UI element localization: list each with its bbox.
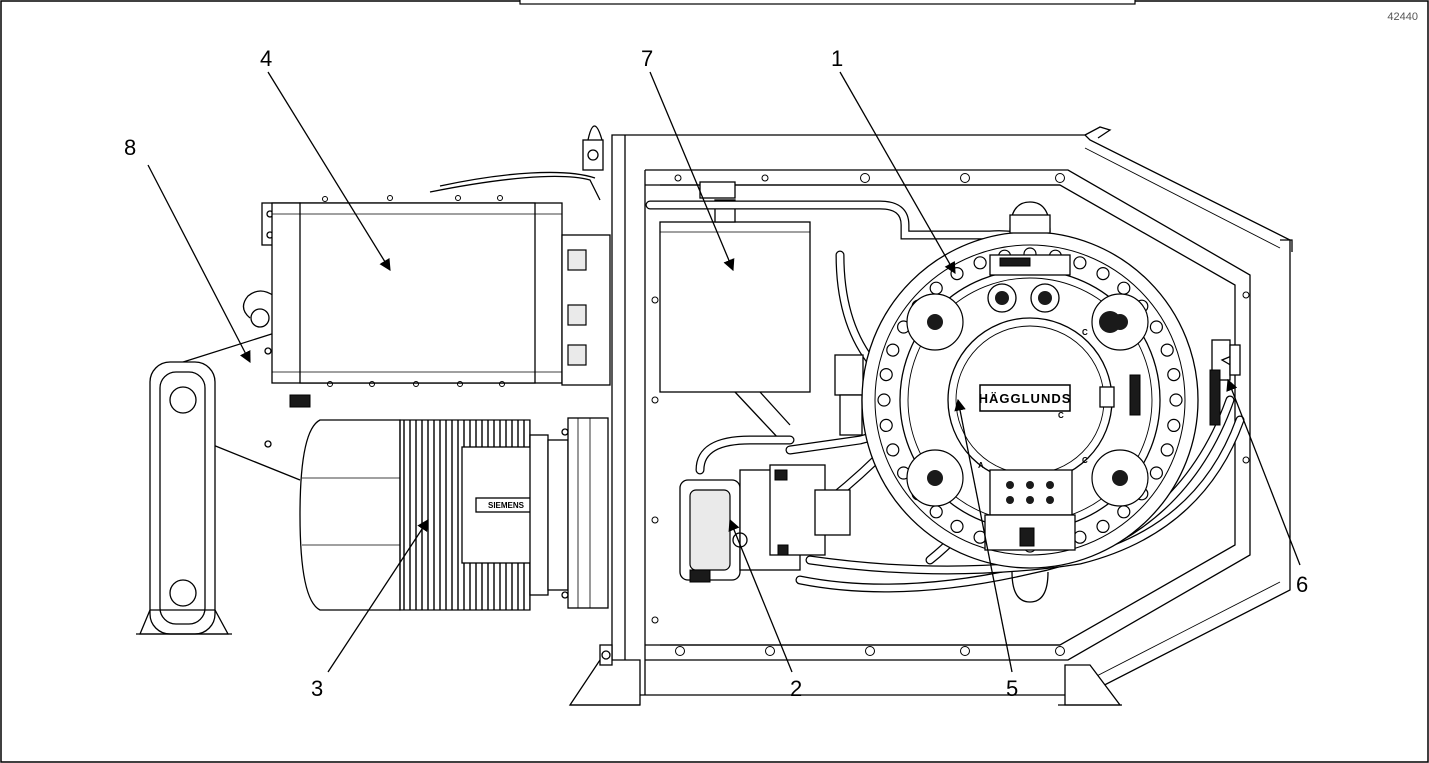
flange-bolt-hole [886, 343, 900, 357]
callout-8-label: 8 [124, 135, 136, 160]
flange-bolt-hole [973, 256, 987, 270]
callout-2-label: 2 [790, 676, 802, 701]
port-label-c-mid: C [1058, 411, 1064, 420]
frame-top-tab [519, 0, 1136, 5]
flange-bolt-hole [1169, 393, 1183, 407]
callout-7-label: 7 [641, 46, 653, 71]
callout-3: 3 [311, 519, 429, 701]
flange-bolt-hole [1167, 418, 1181, 432]
flange-bolt-hole [1096, 267, 1110, 281]
callout-1: 1 [831, 46, 956, 275]
flange-bolt-hole [879, 368, 893, 382]
flange-bolt-hole [1149, 320, 1164, 334]
callout-7: 7 [641, 46, 735, 272]
callout-6: 6 [1226, 378, 1308, 597]
flange-bolt-hole [1096, 519, 1110, 534]
callout-6-label: 6 [1296, 572, 1308, 597]
hydraulic-motor: HÄGGLUNDS C A C C [861, 201, 1199, 603]
flange-bolt-hole [1160, 443, 1174, 457]
figure-reference-code: 42440 [1387, 11, 1418, 23]
flange-bolt-hole [1117, 281, 1131, 295]
drain-valve [1209, 339, 1241, 426]
flange-bolt-hole [929, 505, 943, 519]
callout-5: 5 [954, 398, 1018, 701]
flange-bolt-hole [1117, 505, 1131, 519]
flange-bolt-hole [1167, 368, 1181, 382]
motor-plate-label: SIEMENS [488, 501, 525, 510]
callout-8: 8 [124, 135, 251, 364]
callout-1-label: 1 [831, 46, 843, 71]
motor-brand-plate: HÄGGLUNDS [979, 391, 1072, 406]
callout-5-label: 5 [1006, 676, 1018, 701]
flange-bolt-hole [1149, 466, 1164, 480]
callout-3-label: 3 [311, 676, 323, 701]
electric-cabinet [261, 171, 611, 408]
port-label-a: A [978, 461, 984, 470]
callout-4: 4 [260, 46, 391, 271]
flange-bolt-hole [1073, 256, 1087, 270]
flange-bolt-hole [877, 393, 891, 407]
callout-2: 2 [728, 518, 802, 701]
flange-bolt-hole [1073, 530, 1087, 544]
electric-motor: SIEMENS [299, 417, 609, 611]
callout-4-label: 4 [260, 46, 272, 71]
flange-bolt-hole [1160, 343, 1174, 357]
flange-bolt-hole [950, 519, 964, 534]
port-label-c-bottom: C [1082, 456, 1088, 465]
flange-bolt-hole [886, 443, 900, 457]
flange-bolt-hole [879, 418, 893, 432]
hydraulic-pump [679, 354, 864, 583]
heat-exchanger-fan [136, 290, 381, 635]
flange-bolt-hole [929, 281, 943, 295]
port-label-c-top: C [1082, 328, 1088, 337]
